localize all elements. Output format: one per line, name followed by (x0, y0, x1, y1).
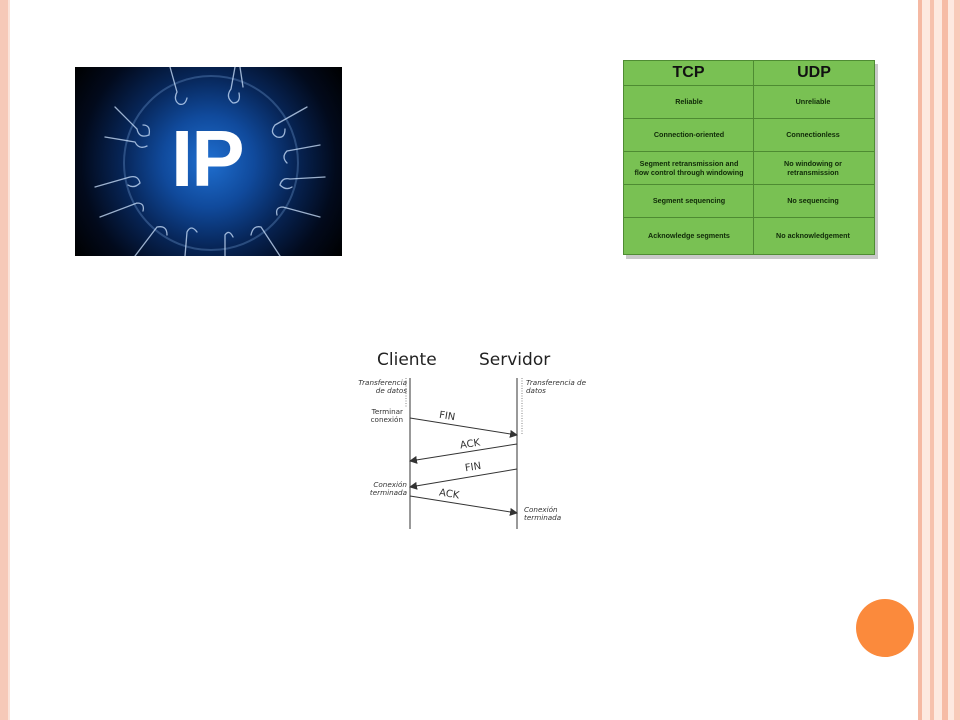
table-header-udp: UDP (797, 64, 831, 81)
server-label: Servidor (479, 350, 551, 370)
table-cell: Reliable (675, 97, 703, 106)
server-transfer-note: Transferencia de datos (526, 378, 586, 395)
terminate-note: Terminar conexión (370, 407, 403, 424)
message-fin-1: FIN (438, 409, 456, 424)
table-header-tcp: TCP (672, 64, 705, 81)
table-cell: Segment sequencing (652, 196, 726, 205)
right-rail (918, 0, 960, 720)
sequence-lines (405, 378, 523, 529)
hands-illustration (94, 67, 326, 256)
orange-circle-decoration (856, 599, 914, 657)
ip-glow-ring (123, 75, 299, 251)
table-cell: No sequencing (787, 196, 839, 205)
tcp-termination-diagram: Cliente Servidor Transferencia de datos … (345, 346, 595, 536)
left-rail-highlight (8, 0, 10, 720)
table-cell: Connectionless (786, 130, 840, 139)
client-closed-note: Conexión terminada (369, 480, 407, 497)
tcp-udp-table: TCP UDP Reliable Unreliable Connection-o… (623, 60, 875, 255)
table-cell: No acknowledgement (776, 231, 850, 240)
ip-label: IP (171, 114, 245, 203)
client-label: Cliente (377, 350, 437, 370)
server-closed-note: Conexión terminada (524, 505, 562, 522)
left-rail (0, 0, 8, 720)
table-cell: Unreliable (795, 97, 831, 106)
table-cell: Acknowledge segments (648, 231, 730, 240)
table-cell: Segment retransmission and flow control … (634, 158, 744, 177)
ip-hands-image: IP (75, 67, 342, 256)
table-cell: No windowing or retransmission (784, 158, 842, 177)
table-cell: Connection-oriented (653, 130, 725, 139)
client-transfer-note: Transferencia de datos (358, 378, 407, 395)
